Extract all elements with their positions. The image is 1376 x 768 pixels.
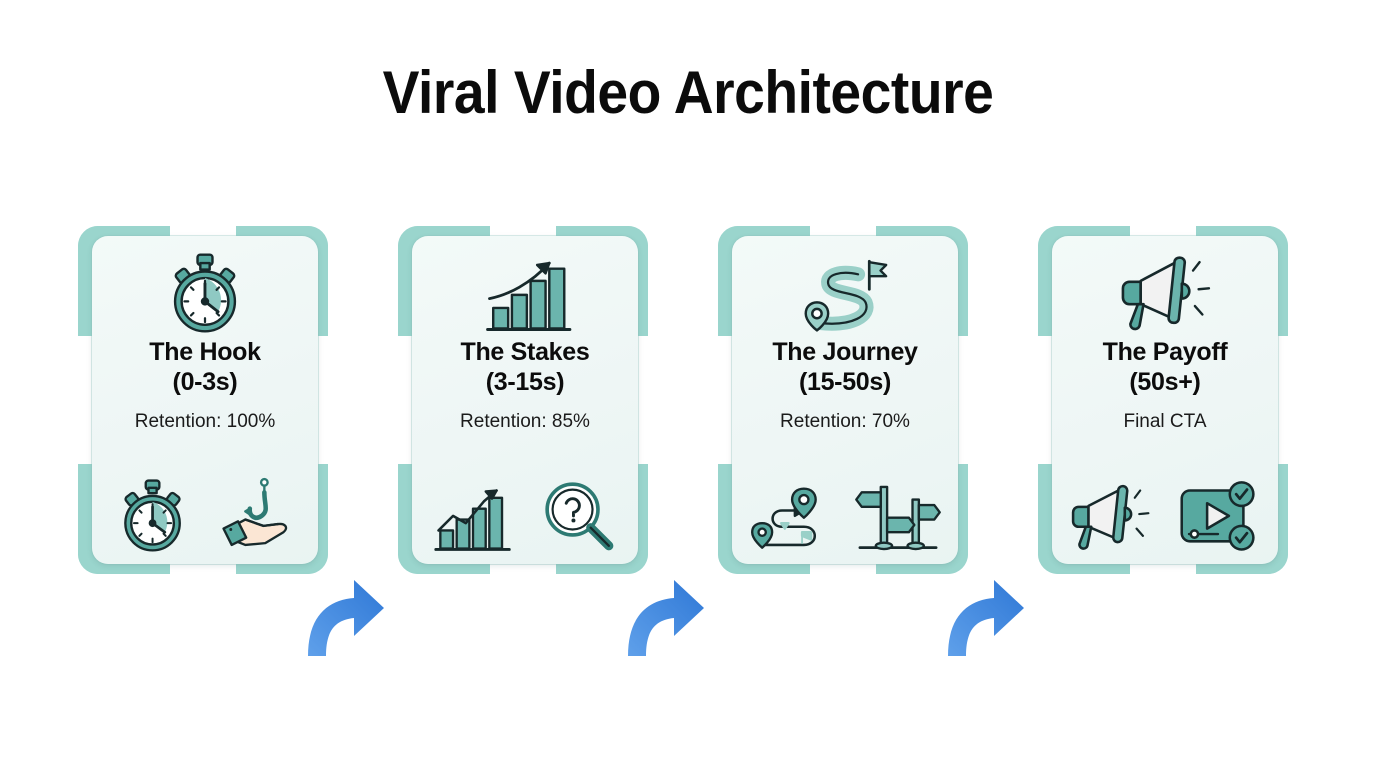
- card-meta: Retention: 85%: [460, 411, 590, 432]
- route-pin-icon: [750, 487, 817, 549]
- card-body: The Journey (15-50s) Retention: 70%: [732, 236, 958, 564]
- video-player-check-icon: [1179, 481, 1255, 551]
- card-meta: Final CTA: [1123, 411, 1207, 432]
- card-bottom-icons: [412, 476, 638, 558]
- winding-road-flag-icon: [804, 259, 888, 332]
- magnifier-question-icon: [544, 482, 613, 551]
- curved-arrow-right-icon: [308, 580, 384, 656]
- card-title: The Journey (15-50s): [772, 338, 918, 397]
- stages-row: The Hook (0-3s) Retention: 100%: [0, 226, 1376, 656]
- card-body: The Payoff (50s+) Final CTA: [1052, 236, 1278, 564]
- card-meta: Retention: 100%: [134, 411, 276, 432]
- megaphone-icon: [1071, 484, 1149, 550]
- stopwatch-icon: [123, 479, 181, 552]
- card-bottom-icons: [732, 476, 958, 558]
- curved-arrow-right-icon: [628, 580, 704, 656]
- signpost-icon: [854, 485, 941, 551]
- card-title: The Hook (0-3s): [149, 338, 261, 397]
- card-bottom-icons: [1052, 476, 1278, 558]
- card-meta: Retention: 70%: [780, 411, 910, 432]
- card-title-line1: The Stakes: [460, 338, 590, 366]
- stage-card-payoff[interactable]: The Payoff (50s+) Final CTA: [1038, 226, 1288, 574]
- card-title: The Stakes (3-15s): [460, 338, 589, 397]
- stage-card-stakes[interactable]: The Stakes (3-15s) Retention: 85%: [398, 226, 648, 574]
- curved-arrow-right-icon: [948, 580, 1024, 656]
- card-title-line2: (50s+): [1129, 367, 1201, 396]
- megaphone-icon: [1121, 256, 1211, 331]
- card-title-line2: (15-50s): [798, 367, 892, 396]
- card-title-line2: (3-15s): [485, 367, 565, 396]
- card-bottom-icons: [92, 476, 318, 558]
- growth-bar-chart-icon: [433, 489, 511, 551]
- stopwatch-icon: [173, 253, 237, 333]
- hook-in-hand-icon: [221, 477, 287, 547]
- stage-card-journey[interactable]: The Journey (15-50s) Retention: 70%: [718, 226, 968, 574]
- page-title: Viral Video Architecture: [382, 59, 994, 126]
- card-title-line1: The Payoff: [1102, 338, 1228, 366]
- card-body: The Stakes (3-15s) Retention: 85%: [412, 236, 638, 564]
- growth-bar-chart-icon: [486, 261, 572, 331]
- card-title-line1: The Journey: [772, 338, 918, 366]
- card-title-line2: (0-3s): [172, 367, 238, 396]
- card-body: The Hook (0-3s) Retention: 100%: [92, 236, 318, 564]
- card-title-line1: The Hook: [149, 338, 261, 366]
- card-title: The Payoff (50s+): [1103, 338, 1228, 397]
- stage-card-hook[interactable]: The Hook (0-3s) Retention: 100%: [78, 226, 328, 574]
